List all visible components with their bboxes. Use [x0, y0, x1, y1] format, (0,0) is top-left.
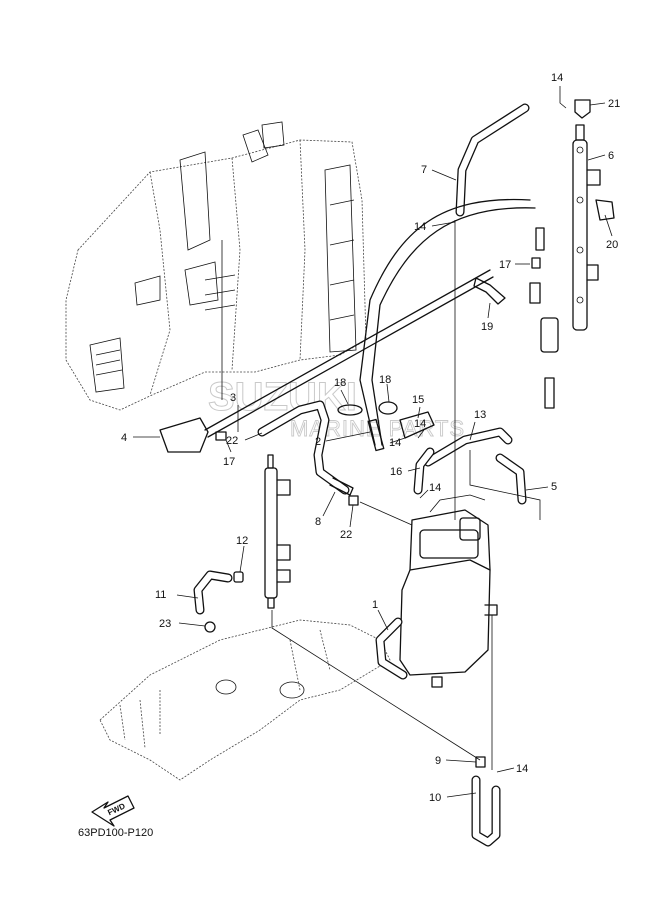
- hose-clamp-18a: [337, 404, 363, 416]
- callout-2: 2: [315, 436, 321, 448]
- fwd-arrow-icon: FWD: [91, 795, 135, 827]
- callout-14: 14: [429, 482, 441, 494]
- callout-13: 13: [474, 409, 486, 421]
- hose-8: [329, 477, 354, 496]
- callout-3: 3: [230, 392, 236, 404]
- engine-block: [65, 121, 367, 411]
- callout-14: 14: [414, 221, 426, 233]
- callout-14: 14: [414, 418, 426, 430]
- callout-4: 4: [121, 432, 127, 444]
- callout-22: 22: [340, 529, 352, 541]
- callout-7: 7: [421, 164, 427, 176]
- plug-12: [233, 571, 244, 583]
- callout-21: 21: [608, 98, 620, 110]
- callout-23: 23: [159, 618, 171, 630]
- callout-11: 11: [155, 589, 166, 601]
- fwd-label: FWD: [106, 801, 127, 817]
- hose-11: [193, 570, 233, 615]
- watermark-brand: SUZUKI: [208, 375, 357, 419]
- callout-14: 14: [551, 72, 563, 84]
- hose-ref-lines: [454, 220, 541, 520]
- callout-12: 12: [236, 535, 248, 547]
- callout-14: 14: [389, 437, 401, 449]
- callout-18: 18: [379, 374, 391, 386]
- hose-clamp-18b: [378, 401, 398, 415]
- callout-1: 1: [372, 599, 378, 611]
- hose-10: [471, 775, 501, 847]
- clip-17a: [215, 431, 227, 441]
- hose-1: [375, 617, 408, 680]
- callout-8: 8: [315, 516, 321, 528]
- callout-15: 15: [412, 394, 424, 406]
- hose-16: [413, 447, 435, 495]
- callout-9: 9: [435, 755, 441, 767]
- hose-22: [257, 400, 350, 495]
- grommet-22b: [348, 495, 359, 506]
- elbow-fitting: [574, 99, 591, 119]
- leader-lines: [133, 86, 613, 798]
- hose-5: [495, 453, 527, 505]
- callout-10: 10: [429, 792, 441, 804]
- callout-18: 18: [334, 377, 346, 389]
- pressure-regulator-clip: [595, 199, 615, 221]
- bracket-4: [159, 417, 209, 453]
- lower-fuel-rail: [264, 454, 291, 609]
- callout-5: 5: [551, 481, 557, 493]
- callout-17: 17: [499, 259, 511, 271]
- hose-7: [455, 103, 530, 217]
- hose-2: [367, 418, 385, 452]
- callout-16: 16: [390, 466, 402, 478]
- callouts: 14 21 6 7 14 20 17 19 18 18 3 15 13 4 22…: [121, 72, 620, 804]
- vapor-separator: [399, 494, 498, 688]
- fuel-rail: [572, 124, 601, 331]
- bracket-19: [473, 277, 506, 305]
- pipe-to-separator: [359, 501, 413, 526]
- clip-23: [204, 621, 216, 633]
- callout-22: 22: [226, 435, 238, 447]
- hose-3: [204, 269, 494, 438]
- callout-20: 20: [606, 239, 618, 251]
- fuel-filter: [529, 227, 559, 409]
- clip-17b: [531, 257, 541, 269]
- fuel-return-pipe: [359, 198, 536, 446]
- diagram-code: 63PD100-P120: [78, 827, 153, 839]
- hose-13: [423, 427, 513, 467]
- pipe-to-hose-9: [271, 610, 481, 761]
- callout-17: 17: [223, 456, 235, 468]
- callout-19: 19: [481, 321, 493, 333]
- lower-casing: [99, 619, 391, 781]
- callout-14: 14: [516, 763, 528, 775]
- callout-6: 6: [608, 150, 614, 162]
- watermark: SUZUKI MARINE PARTS: [208, 375, 465, 442]
